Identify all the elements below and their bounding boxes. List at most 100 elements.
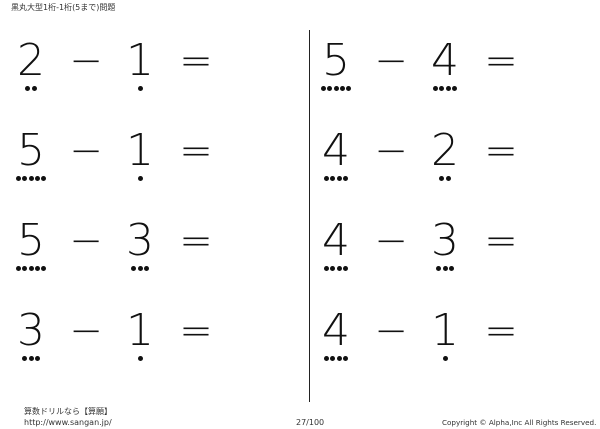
count-dot — [442, 356, 448, 361]
count-dot — [433, 86, 439, 91]
count-dot — [22, 356, 28, 361]
count-dot — [321, 86, 327, 91]
count-dot — [333, 86, 339, 91]
count-dot — [342, 356, 348, 361]
count-dot — [327, 86, 333, 91]
minus-sign: − — [374, 128, 408, 174]
equals-sign: = — [179, 308, 213, 354]
problem-7: 3 − 1 = — [8, 308, 238, 378]
count-dot — [31, 86, 37, 91]
subtrahend: 1 — [126, 125, 154, 176]
count-dot — [25, 86, 31, 91]
count-dot — [137, 176, 143, 181]
subtrahend-dots — [115, 356, 165, 361]
count-dot — [28, 266, 34, 271]
minuend-dots — [6, 266, 56, 271]
minuend: 2 — [17, 35, 45, 86]
count-dot — [28, 176, 34, 181]
count-dot — [436, 266, 442, 271]
page-number: 27/100 — [296, 418, 325, 427]
count-dot — [342, 266, 348, 271]
count-dot — [330, 356, 336, 361]
count-dot — [143, 266, 149, 271]
count-dot — [324, 356, 330, 361]
copyright: Copyright © Alpha,Inc All Rights Reserve… — [442, 418, 597, 427]
count-dot — [137, 86, 143, 91]
minuend-dots — [311, 176, 361, 181]
count-dot — [324, 176, 330, 181]
count-dot — [439, 176, 445, 181]
minuend: 5 — [17, 125, 45, 176]
count-dot — [40, 176, 46, 181]
equals-sign: = — [484, 218, 518, 264]
minuend: 5 — [322, 35, 350, 86]
subtrahend-dots — [420, 356, 470, 361]
count-dot — [336, 356, 342, 361]
minus-sign: − — [69, 218, 103, 264]
count-dot — [445, 86, 451, 91]
subtrahend-dots — [115, 266, 165, 271]
count-dot — [330, 176, 336, 181]
subtrahend: 1 — [126, 35, 154, 86]
column-divider — [309, 30, 310, 402]
minuend-dots — [311, 86, 361, 91]
problem-1: 2 − 1 = — [8, 38, 238, 108]
count-dot — [34, 356, 40, 361]
count-dot — [330, 266, 336, 271]
count-dot — [448, 266, 454, 271]
equals-sign: = — [484, 308, 518, 354]
count-dot — [137, 356, 143, 361]
minuend-dots — [6, 86, 56, 91]
subtrahend-dots — [115, 176, 165, 181]
count-dot — [22, 266, 28, 271]
site-url-link[interactable]: http://www.sangan.jp/ — [24, 418, 112, 427]
problem-3: 5 − 1 = — [8, 128, 238, 198]
minus-sign: − — [374, 38, 408, 84]
subtrahend-dots — [115, 86, 165, 91]
count-dot — [445, 176, 451, 181]
minus-sign: − — [69, 308, 103, 354]
count-dot — [34, 266, 40, 271]
subtrahend: 4 — [431, 35, 459, 86]
count-dot — [336, 266, 342, 271]
count-dot — [339, 86, 345, 91]
minus-sign: − — [374, 308, 408, 354]
minuend: 4 — [322, 215, 350, 266]
site-name: 算数ドリルなら【算願】 — [24, 407, 112, 416]
count-dot — [16, 266, 22, 271]
problem-4: 4 − 2 = — [313, 128, 543, 198]
problem-2: 5 − 4 = — [313, 38, 543, 108]
minus-sign: − — [69, 38, 103, 84]
count-dot — [336, 176, 342, 181]
equals-sign: = — [484, 38, 518, 84]
minuend-dots — [6, 176, 56, 181]
count-dot — [34, 176, 40, 181]
count-dot — [137, 266, 143, 271]
count-dot — [439, 86, 445, 91]
subtrahend: 2 — [431, 125, 459, 176]
minuend-dots — [311, 266, 361, 271]
count-dot — [40, 266, 46, 271]
problem-5: 5 − 3 = — [8, 218, 238, 288]
problem-6: 4 − 3 = — [313, 218, 543, 288]
equals-sign: = — [179, 38, 213, 84]
subtrahend: 1 — [126, 305, 154, 356]
count-dot — [345, 86, 351, 91]
minuend-dots — [6, 356, 56, 361]
subtrahend: 3 — [431, 215, 459, 266]
minuend: 4 — [322, 305, 350, 356]
worksheet-title: 黒丸大型1桁-1桁(5まで)問題 — [11, 3, 116, 12]
subtrahend: 1 — [431, 305, 459, 356]
equals-sign: = — [179, 128, 213, 174]
minus-sign: − — [374, 218, 408, 264]
subtrahend: 3 — [126, 215, 154, 266]
minuend: 4 — [322, 125, 350, 176]
count-dot — [131, 266, 137, 271]
count-dot — [442, 266, 448, 271]
count-dot — [324, 266, 330, 271]
minuend-dots — [311, 356, 361, 361]
count-dot — [16, 176, 22, 181]
count-dot — [451, 86, 457, 91]
count-dot — [342, 176, 348, 181]
equals-sign: = — [179, 218, 213, 264]
